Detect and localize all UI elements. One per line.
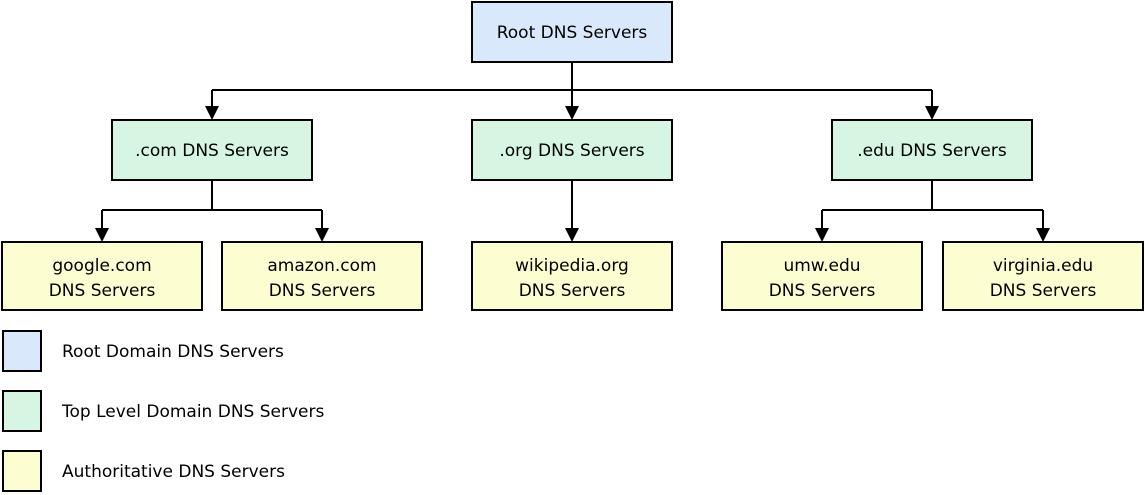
arrowhead-icon	[565, 106, 579, 120]
connector-org-to-child	[565, 180, 579, 242]
umw-node-box	[721, 241, 923, 311]
node-org-dns: .org DNS Servers	[471, 119, 673, 181]
node-wikipedia-dns: wikipedia.org DNS Servers	[471, 241, 673, 311]
legend-swatch-authoritative	[2, 450, 42, 492]
arrowhead-icon	[925, 106, 939, 120]
edu-node-label: .edu DNS Servers	[857, 141, 1007, 161]
legend-item-root: Root Domain DNS Servers	[2, 330, 284, 372]
umw-node-label-line1: umw.edu	[783, 256, 860, 276]
com-node-box	[111, 119, 313, 181]
legend-label-authoritative: Authoritative DNS Servers	[62, 462, 285, 482]
legend: Root Domain DNS Servers Top Level Domain…	[2, 330, 324, 492]
node-com-dns: .com DNS Servers	[111, 119, 313, 181]
wikipedia-node-label-line1: wikipedia.org	[515, 256, 629, 276]
edu-node-box	[831, 119, 1033, 181]
google-node-label-line1: google.com	[52, 256, 151, 276]
legend-label-tld: Top Level Domain DNS Servers	[61, 402, 324, 422]
virginia-node-label-line2: DNS Servers	[990, 281, 1097, 301]
connector-edu-to-children	[815, 180, 1050, 242]
arrowhead-icon	[815, 228, 829, 242]
arrowhead-icon	[95, 228, 109, 242]
legend-label-root: Root Domain DNS Servers	[62, 342, 284, 362]
legend-swatch-root	[2, 330, 42, 372]
wikipedia-node-box	[471, 241, 673, 311]
org-node-box	[471, 119, 673, 181]
node-edu-dns: .edu DNS Servers	[831, 119, 1033, 181]
google-node-box	[1, 241, 203, 311]
legend-item-tld: Top Level Domain DNS Servers	[2, 390, 324, 432]
connector-com-to-children	[95, 180, 329, 242]
arrowhead-icon	[1036, 228, 1050, 242]
amazon-node-label-line1: amazon.com	[267, 256, 376, 276]
node-umw-dns: umw.edu DNS Servers	[721, 241, 923, 311]
legend-item-authoritative: Authoritative DNS Servers	[2, 450, 285, 492]
arrowhead-icon	[205, 106, 219, 120]
connector-root-to-tld	[205, 62, 939, 120]
root-node-label: Root DNS Servers	[497, 23, 648, 43]
amazon-node-box	[221, 241, 423, 311]
virginia-node-box	[942, 241, 1144, 311]
node-virginia-dns: virginia.edu DNS Servers	[942, 241, 1144, 311]
legend-swatch-tld	[2, 390, 42, 432]
root-node-box	[471, 1, 673, 63]
node-google-dns: google.com DNS Servers	[1, 241, 203, 311]
node-root-dns: Root DNS Servers	[471, 1, 673, 63]
wikipedia-node-label-line2: DNS Servers	[519, 281, 626, 301]
arrowhead-icon	[315, 228, 329, 242]
arrowhead-icon	[565, 228, 579, 242]
google-node-label-line2: DNS Servers	[49, 281, 156, 301]
com-node-label: .com DNS Servers	[135, 141, 289, 161]
virginia-node-label-line1: virginia.edu	[993, 256, 1093, 276]
umw-node-label-line2: DNS Servers	[769, 281, 876, 301]
node-amazon-dns: amazon.com DNS Servers	[221, 241, 423, 311]
amazon-node-label-line2: DNS Servers	[269, 281, 376, 301]
org-node-label: .org DNS Servers	[499, 141, 644, 161]
